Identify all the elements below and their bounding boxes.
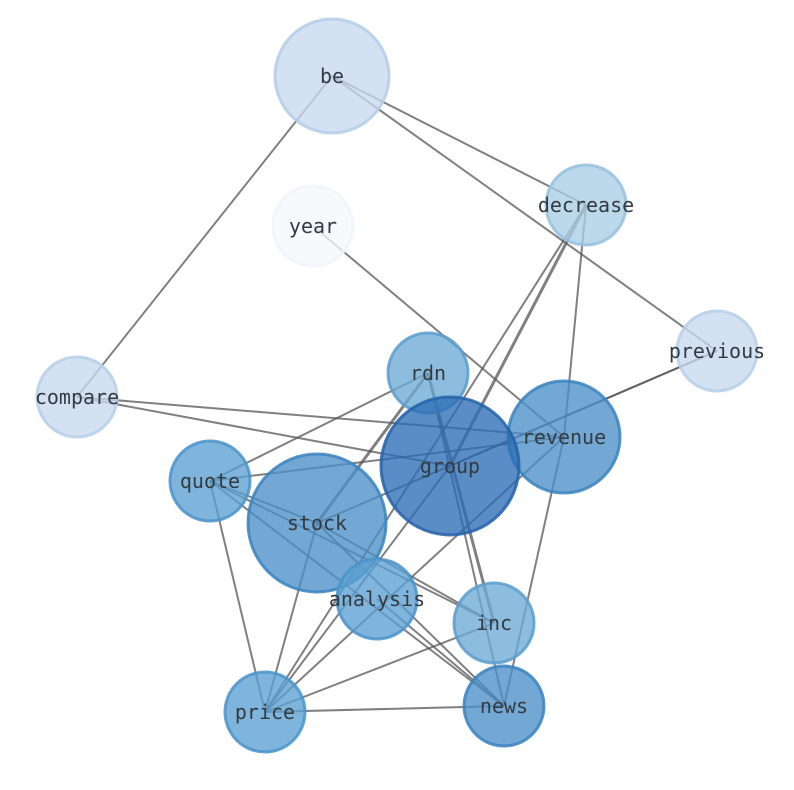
edge-be-compare	[76, 75, 333, 398]
node-circle-price	[223, 670, 307, 754]
node-circle-year	[271, 184, 355, 268]
node-analysis[interactable]: analysis	[329, 557, 425, 641]
node-price[interactable]: price	[223, 670, 307, 754]
node-circle-compare	[35, 355, 119, 439]
node-circle-decrease	[544, 163, 628, 247]
node-label-price: price	[235, 700, 295, 724]
node-label-revenue: revenue	[522, 425, 606, 449]
node-label-previous: previous	[669, 339, 765, 363]
node-circle-news	[462, 664, 546, 748]
node-previous[interactable]: previous	[669, 309, 765, 393]
node-compare[interactable]: compare	[35, 355, 119, 439]
node-label-group: group	[420, 454, 480, 478]
node-label-compare: compare	[35, 385, 119, 409]
node-circle-analysis	[335, 557, 419, 641]
node-circle-inc	[452, 581, 536, 665]
node-label-decrease: decrease	[538, 193, 634, 217]
node-news[interactable]: news	[462, 664, 546, 748]
node-label-rdn: rdn	[410, 361, 446, 385]
node-group[interactable]: group	[379, 395, 521, 537]
node-stock[interactable]: stock	[246, 452, 388, 594]
node-label-stock: stock	[287, 511, 347, 535]
node-circle-group	[379, 395, 521, 537]
node-revenue[interactable]: revenue	[506, 379, 622, 495]
node-label-analysis: analysis	[329, 587, 425, 611]
node-label-be: be	[320, 64, 344, 88]
node-label-inc: inc	[476, 611, 512, 635]
edge-be-previous	[331, 75, 718, 352]
node-circle-quote	[168, 439, 252, 523]
node-label-year: year	[289, 214, 337, 238]
node-label-news: news	[480, 694, 528, 718]
node-be[interactable]: be	[273, 17, 391, 135]
node-inc[interactable]: inc	[452, 581, 536, 665]
node-label-quote: quote	[180, 469, 240, 493]
node-quote[interactable]: quote	[168, 439, 252, 523]
node-decrease[interactable]: decrease	[538, 163, 634, 247]
nodes-layer: be decrease year previous compare rdn revenue g…	[35, 17, 765, 754]
node-circle-be	[273, 17, 391, 135]
node-circle-stock	[246, 452, 388, 594]
node-rdn[interactable]: rdn	[386, 331, 470, 415]
node-circle-previous	[675, 309, 759, 393]
node-year[interactable]: year	[271, 184, 355, 268]
